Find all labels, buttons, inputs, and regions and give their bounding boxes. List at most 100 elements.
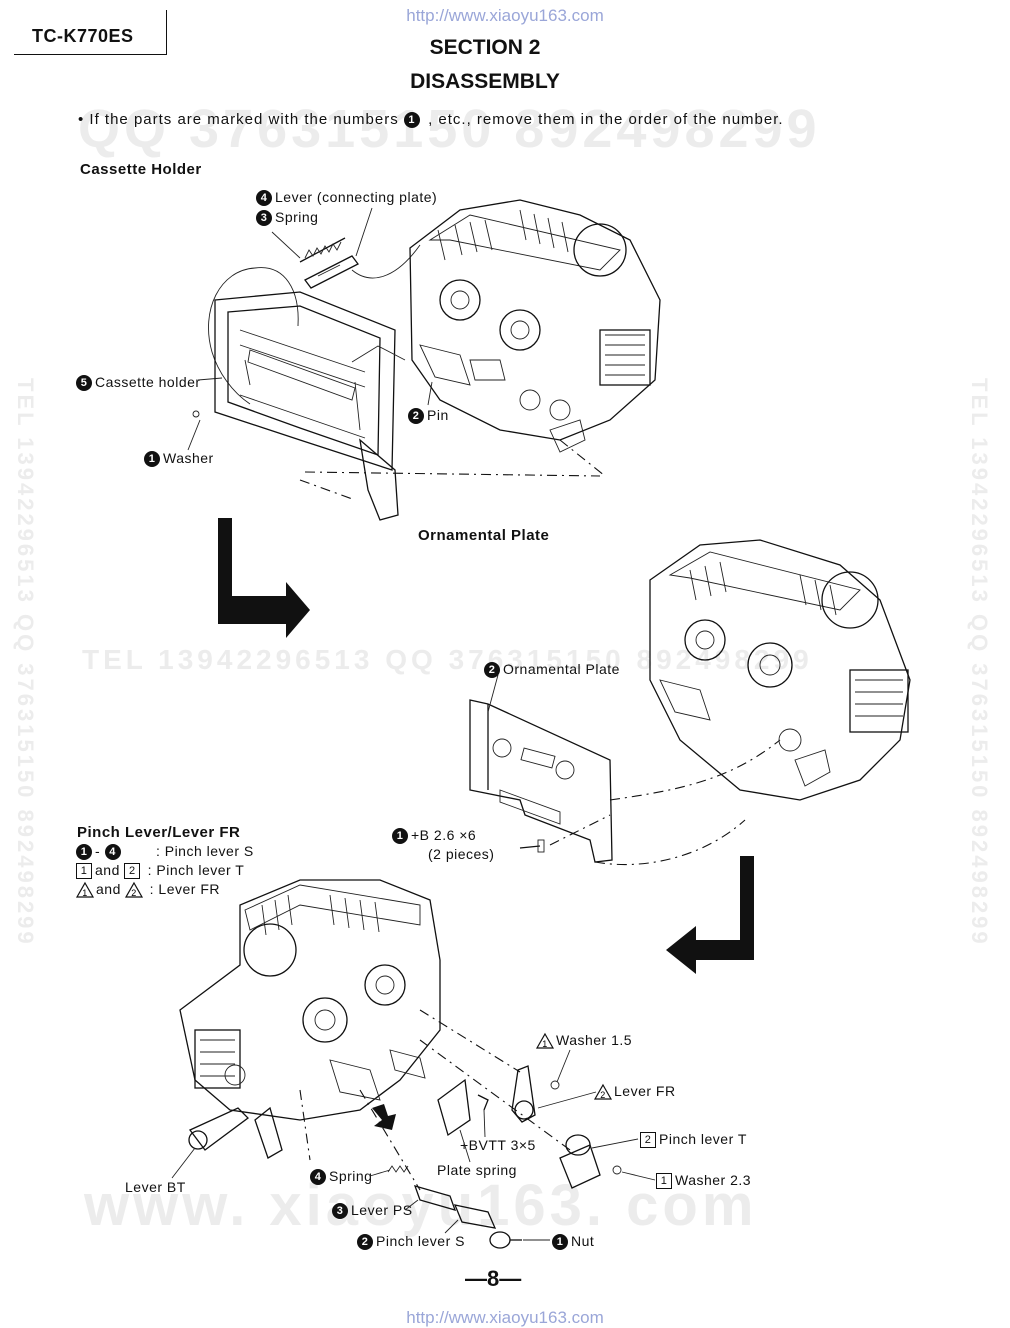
screw-part — [519, 839, 545, 853]
label-text: Pinch lever T — [659, 1131, 747, 1147]
num-2: 2 — [408, 408, 424, 425]
label-lever-bt: Lever BT — [125, 1179, 186, 1195]
plate-spring-part — [437, 1078, 489, 1137]
num-4: 4 — [310, 1169, 326, 1186]
bullet: • — [78, 111, 90, 128]
dash: - — [95, 843, 105, 859]
section-number: SECTION 2 — [429, 36, 541, 59]
num-1: 1 — [552, 1234, 568, 1251]
label-text: Lever PS — [351, 1202, 413, 1218]
box-1: 1 — [76, 863, 92, 880]
num-5: 5 — [76, 375, 92, 392]
intro-note: • If the parts are marked with the numbe… — [78, 111, 784, 129]
box-1: 1 — [656, 1173, 672, 1190]
deck-mechanism-3 — [179, 879, 441, 1121]
triangle-2-icon: 2 — [125, 882, 144, 898]
lever-fr-part — [511, 1065, 560, 1123]
legend-text: : Lever FR — [149, 881, 220, 897]
model-box — [14, 10, 167, 55]
intro-before: If the parts are marked with the numbers — [89, 111, 399, 128]
label-text: Cassette holder — [95, 374, 201, 390]
num-3: 3 — [256, 210, 272, 227]
model-number: TC-K770ES — [32, 26, 134, 46]
url-top[interactable]: http://www.xiaoyu163.com — [406, 6, 604, 25]
num-4: 4 — [256, 190, 272, 207]
number-marker: 1 — [403, 112, 420, 129]
flow-arrow-down-left — [666, 856, 754, 974]
num-1: 1 — [76, 844, 92, 861]
pinch-lever-s-assembly — [387, 1165, 522, 1249]
watermark-qq: QQ 376315150 892498299 — [78, 99, 821, 159]
svg-text:1: 1 — [542, 1039, 548, 1049]
url-bottom[interactable]: http://www.xiaoyu163.com — [406, 1308, 604, 1327]
num-2: 2 — [357, 1234, 373, 1251]
page-number: —8— — [465, 1266, 522, 1291]
box-2: 2 — [124, 863, 141, 880]
flow-arrow-down-right — [218, 518, 310, 638]
num-1: 1 — [144, 451, 160, 468]
label-lever-fr: 2 Lever FR — [593, 1083, 676, 1100]
legend-text: : Pinch lever S — [155, 843, 254, 859]
watermark-site: www. xiaoyu163. com — [84, 1173, 758, 1238]
label-two-pieces: (2 pieces) — [428, 846, 495, 862]
label-text: Ornamental Plate — [503, 661, 620, 677]
ornamental-plate-heading: Ornamental Plate — [418, 527, 550, 544]
pinch-lever-heading: Pinch Lever/Lever FR — [77, 824, 241, 841]
num-3: 3 — [332, 1203, 348, 1220]
label-screw-b26x6: 1+B 2.6 ×6 — [392, 827, 477, 845]
label-plate-spring: Plate spring — [437, 1162, 517, 1178]
legend-row-1: 1- 4 : Pinch lever S — [76, 843, 254, 861]
deck-mechanism — [409, 199, 661, 453]
pinch-lever-drawing — [171, 879, 656, 1249]
label-text: Pin — [427, 407, 449, 423]
deck-mechanism-2 — [649, 539, 911, 801]
label-washer-1-5: 1 Washer 1.5 — [535, 1032, 633, 1049]
and: and — [95, 862, 125, 878]
label-text: Lever (connecting plate) — [275, 189, 438, 205]
triangle-2-icon: 2 — [593, 1084, 613, 1100]
ornamental-plate-drawing — [469, 539, 911, 866]
cassette-holder-part — [192, 291, 399, 521]
section-title: DISASSEMBLY — [410, 70, 560, 93]
svg-text:1: 1 — [82, 888, 88, 898]
and: and — [96, 881, 126, 897]
svg-text:2: 2 — [600, 1090, 606, 1100]
label-text: Pinch lever S — [376, 1233, 465, 1249]
lever-bt-part — [188, 1106, 283, 1159]
cassette-holder-heading: Cassette Holder — [80, 161, 202, 178]
label-text: Spring — [329, 1168, 373, 1184]
label-bvtt-screw: +BVTT 3×5 — [460, 1137, 536, 1153]
label-text: Nut — [571, 1233, 595, 1249]
ornamental-plate-part — [469, 699, 613, 863]
label-text: +B 2.6 ×6 — [411, 827, 477, 843]
triangle-1-icon: 1 — [535, 1033, 555, 1049]
label-text: Spring — [275, 209, 319, 225]
legend-row-3: 1 and 2 : Lever FR — [75, 881, 220, 898]
svg-text:2: 2 — [131, 888, 137, 898]
cassette-holder-drawing — [187, 199, 661, 521]
num-1: 1 — [392, 828, 408, 845]
label-text: Washer 1.5 — [556, 1032, 633, 1048]
label-text: Washer — [163, 450, 214, 466]
pinch-lever-t-part — [559, 1134, 622, 1189]
spring-part — [299, 237, 359, 289]
label-text: Washer 2.3 — [675, 1172, 752, 1188]
legend-text: : Pinch lever T — [147, 862, 245, 878]
box-2: 2 — [640, 1132, 656, 1149]
label-text: Lever FR — [614, 1083, 676, 1099]
triangle-1-icon: 1 — [75, 882, 95, 898]
intro-after: , etc., remove them in the order of the … — [428, 111, 784, 128]
